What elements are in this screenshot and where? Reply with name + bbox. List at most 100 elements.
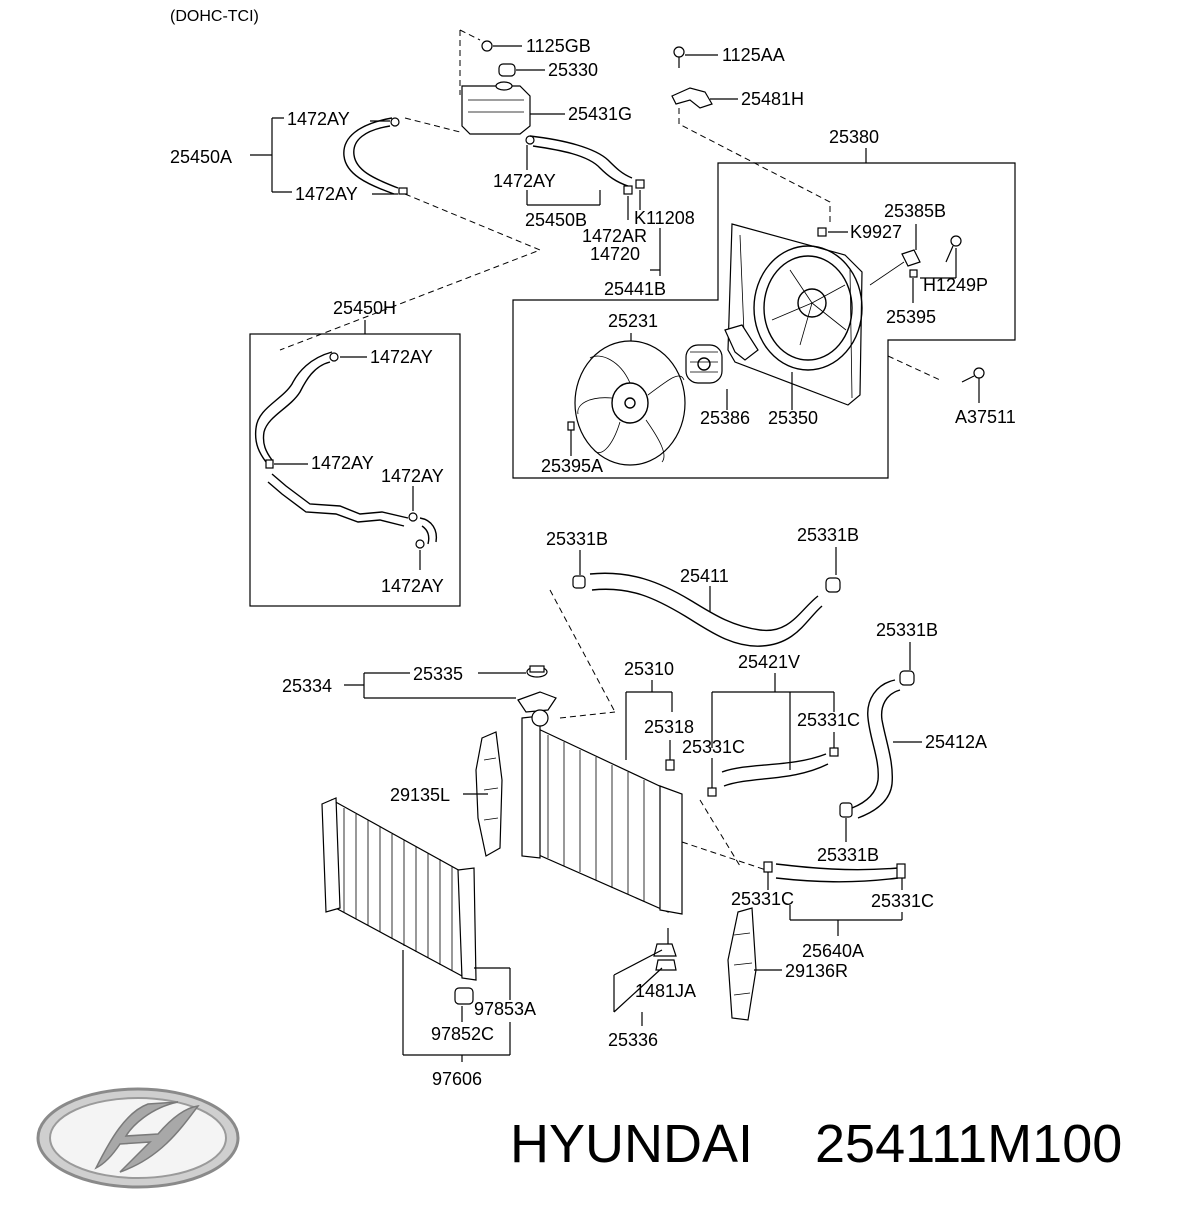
label-25421V: 25421V	[738, 652, 800, 672]
label-25310: 25310	[624, 659, 674, 679]
clamp-25331C-c	[763, 861, 773, 873]
label-25412A: 25412A	[925, 732, 987, 752]
clamp-25331C-b	[707, 787, 717, 797]
label-1472AY-e: 1472AY	[311, 453, 374, 473]
clamp-25331C-d	[896, 863, 906, 879]
upper-hose-25411	[589, 572, 823, 647]
mount-97853A	[454, 987, 474, 1005]
label-25441B: 25441B	[604, 279, 666, 299]
resistor-25385B	[869, 249, 921, 286]
bolt-A37511	[961, 367, 985, 403]
label-25334: 25334	[282, 676, 332, 696]
clamp-K11208	[635, 179, 645, 189]
filler-neck-25334	[517, 691, 557, 713]
reservoir-group: 1125GB 25330 25431G 1125AA 25481H	[170, 29, 831, 351]
label-1472AY-d: 1472AY	[370, 347, 433, 367]
label-25331B-b: 25331B	[797, 525, 859, 545]
condenser-97606	[321, 797, 477, 981]
lower-hose-25412A	[851, 679, 901, 819]
bolt-1125GB	[481, 40, 522, 52]
clip-25395	[909, 269, 918, 278]
label-29136R: 29136R	[785, 961, 848, 981]
label-25411: 25411	[680, 566, 729, 586]
fan-shroud-25350	[724, 223, 863, 406]
label-K11208: K11208	[634, 208, 695, 228]
cap-25330	[498, 63, 545, 77]
label-25395A: 25395A	[541, 456, 603, 476]
clamp-25331B-d	[839, 802, 853, 818]
label-97853A: 97853A	[474, 999, 536, 1019]
brand-name: HYUNDAI	[510, 1114, 753, 1174]
label-25450A: 25450A	[170, 147, 232, 167]
part-number: 254111M100	[815, 1114, 1122, 1174]
drain-plug-25318	[665, 759, 675, 771]
radiator-25310	[521, 709, 683, 915]
fan-motor-25386	[685, 344, 723, 384]
nut-25395A	[567, 421, 575, 431]
bolt-H1249P	[920, 235, 962, 279]
label-1472AY-f: 1472AY	[381, 466, 444, 486]
hose-25450H	[254, 351, 409, 527]
radiator-cap-25335	[526, 665, 548, 678]
clamp-25331B-a	[572, 575, 586, 589]
label-1472AY-g: 1472AY	[381, 576, 444, 596]
label-25331B-a: 25331B	[546, 529, 608, 549]
label-25431G: 25431G	[568, 104, 632, 124]
hose-25450B	[529, 135, 633, 187]
radiator-hoses-group: 25331B 25411 25331B 25331B 25412A 25331B	[282, 525, 987, 1089]
label-25331C-d: 25331C	[871, 891, 934, 911]
air-guard-29136R	[727, 907, 757, 1021]
label-K9927: K9927	[850, 222, 902, 242]
hose-box-25450H: 25450H 1472AY 1472AY 1472AY 1472AY	[249, 298, 461, 607]
clamp-25331B-b	[825, 577, 841, 593]
label-H1249P: H1249P	[923, 275, 988, 295]
clamp-1472AR	[623, 185, 633, 195]
fan-assembly-group: 25380 25350 K9927 25385B	[512, 127, 1016, 479]
label-25395: 25395	[886, 307, 936, 327]
hose-25640A	[775, 863, 899, 883]
label-A37511: A37511	[955, 407, 1016, 427]
label-29135L: 29135L	[390, 785, 450, 805]
label-25450B: 25450B	[525, 210, 587, 230]
label-1472AY-b: 1472AY	[295, 184, 358, 204]
clamp-25331C-a	[829, 747, 839, 757]
label-25331B-c: 25331B	[876, 620, 938, 640]
label-25380: 25380	[829, 127, 879, 147]
label-1472AY-c: 1472AY	[493, 171, 556, 191]
insulator-25336	[653, 943, 677, 971]
label-1472AY-a: 1472AY	[287, 109, 350, 129]
label-25481H: 25481H	[741, 89, 804, 109]
label-97852C: 97852C	[431, 1024, 494, 1044]
label-25318: 25318	[644, 717, 694, 737]
reservoir-tank-25431G	[461, 81, 565, 135]
label-1481JA: 1481JA	[635, 981, 696, 1001]
fan-assembly-box	[512, 162, 1016, 479]
label-25330: 25330	[548, 60, 598, 80]
label-25350: 25350	[768, 408, 818, 428]
label-1125AA: 1125AA	[722, 45, 785, 65]
label-25385B: 25385B	[884, 201, 946, 221]
bypass-hose-25421V	[721, 753, 829, 787]
label-25331C-c: 25331C	[731, 889, 794, 909]
fan-blade-25231	[574, 340, 686, 466]
label-1472AR: 1472AR	[582, 226, 647, 246]
clamp-25331B-c	[899, 670, 915, 686]
label-25331C-b: 25331C	[682, 737, 745, 757]
label-25386: 25386	[700, 408, 750, 428]
label-25231: 25231	[608, 311, 658, 331]
label-25331C-a: 25331C	[797, 710, 860, 730]
bolt-1125AA	[673, 46, 718, 68]
label-25335: 25335	[413, 664, 463, 684]
air-guard-29135L	[475, 731, 503, 857]
label-25450H: 25450H	[333, 298, 396, 318]
label-25331B-d: 25331B	[817, 845, 879, 865]
label-25336: 25336	[608, 1030, 658, 1050]
label-14720: 14720	[590, 244, 640, 264]
label-25640A: 25640A	[802, 941, 864, 961]
clip-K9927	[817, 227, 827, 237]
label-97606: 97606	[432, 1069, 482, 1089]
hose-25450A	[343, 117, 399, 195]
label-1125GB: 1125GB	[526, 36, 591, 56]
